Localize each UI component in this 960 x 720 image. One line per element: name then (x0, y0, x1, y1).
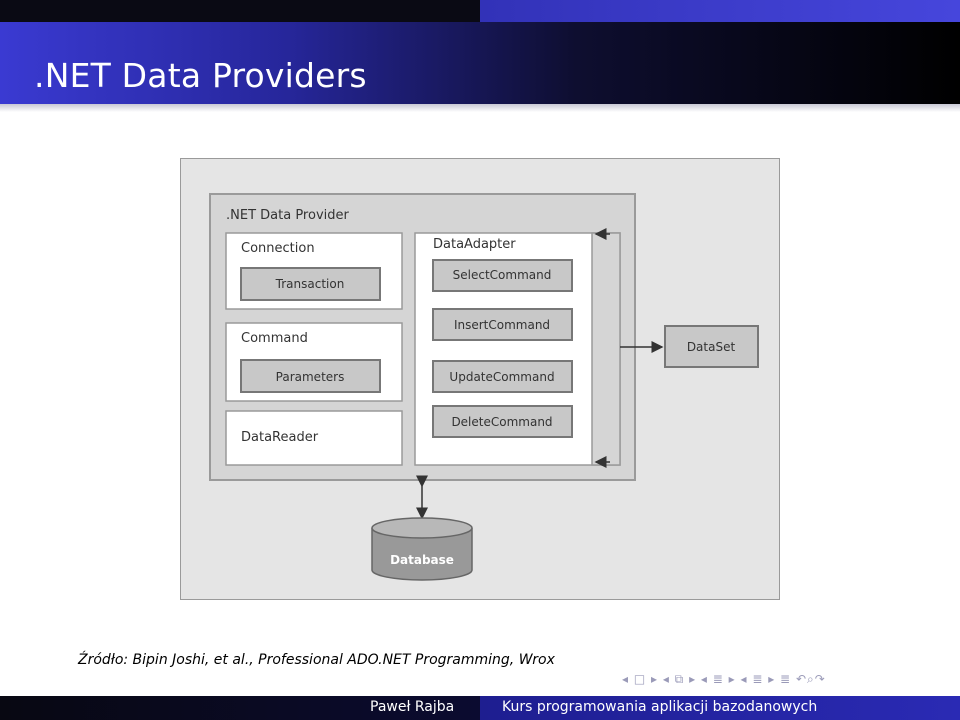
header-strip-right (480, 0, 960, 22)
footer-left: Paweł Rajba (0, 696, 480, 720)
parameters-label: Parameters (276, 370, 345, 384)
title-shadow (0, 104, 960, 112)
select-command-label: SelectCommand (453, 268, 552, 282)
datareader-box (225, 410, 403, 466)
footer-right: Kurs programowania aplikacji bazodanowyc… (480, 696, 960, 720)
delete-command-label: DeleteCommand (451, 415, 552, 429)
nav-align-icon[interactable]: ≣ (780, 672, 792, 686)
nav-search-icon[interactable]: ↶⌕↷ (795, 672, 826, 686)
provider-title: .NET Data Provider (226, 208, 349, 223)
parameters-box (240, 359, 381, 393)
header-strip (0, 0, 960, 22)
footer: Paweł Rajba Kurs programowania aplikacji… (0, 696, 960, 720)
dataadapter-label: DataAdapter (433, 237, 516, 252)
datareader-label: DataReader (241, 430, 319, 445)
update-command-label: UpdateCommand (449, 370, 554, 384)
nav-subsection-icon[interactable]: ◂ ≣ ▸ (740, 672, 776, 686)
nav-frame-icon[interactable]: ◂ ⧉ ▸ (662, 672, 697, 686)
connection-label: Connection (241, 241, 315, 256)
data-provider-diagram: .NET Data Provider Connection Transactio… (180, 158, 780, 600)
database-label: Database (390, 553, 454, 567)
database-cylinder (371, 517, 473, 581)
dataset-box (664, 325, 759, 368)
dataset-label: DataSet (687, 340, 736, 354)
adapter-connector-bar (591, 232, 621, 466)
beamer-navigation: ◂ □ ▸ ◂ ⧉ ▸ ◂ ≣ ▸ ◂ ≣ ▸ ≣ ↶⌕↷ (622, 672, 826, 687)
transaction-label: Transaction (275, 277, 345, 291)
insert-command-label: InsertCommand (454, 318, 550, 332)
slide-title: .NET Data Providers (34, 56, 367, 95)
transaction-box (240, 267, 381, 301)
header-strip-left (0, 0, 480, 22)
source-caption: Źródło: Bipin Joshi, et al., Professiona… (78, 652, 555, 668)
footer-author: Paweł Rajba (370, 699, 455, 715)
delete-command-box (432, 405, 573, 438)
nav-section-icon[interactable]: ◂ ≣ ▸ (700, 672, 736, 686)
command-label: Command (241, 331, 308, 346)
update-command-box (432, 360, 573, 393)
title-bar: .NET Data Providers (0, 22, 960, 104)
footer-course: Kurs programowania aplikacji bazodanowyc… (502, 699, 818, 715)
nav-left-icon[interactable]: ◂ □ ▸ (622, 672, 659, 686)
select-command-box (432, 259, 573, 292)
insert-command-box (432, 308, 573, 341)
